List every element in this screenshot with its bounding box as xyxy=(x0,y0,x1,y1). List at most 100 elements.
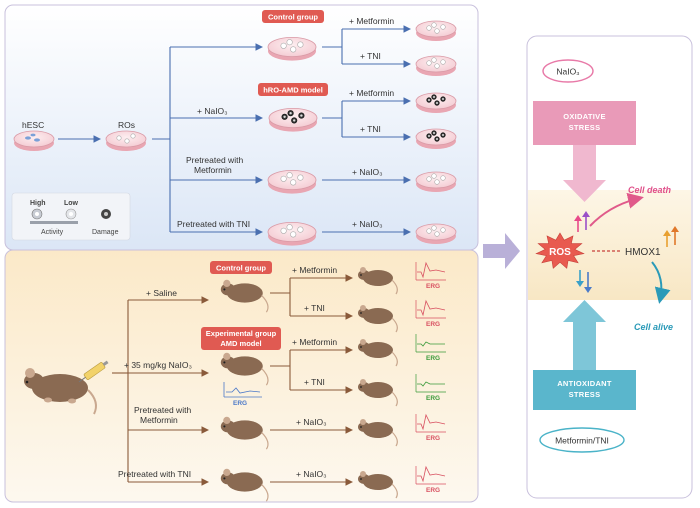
mouse-amd-model xyxy=(220,352,269,386)
pretreat-metformin-line2-top: Metformin xyxy=(194,165,232,175)
dish-pretreat-metformin xyxy=(267,169,317,194)
cell-alive-label: Cell alive xyxy=(634,322,673,332)
hesc-label: hESC xyxy=(22,120,44,130)
mouse-tni-naio3 xyxy=(358,471,398,499)
ros-up-arrows-icon xyxy=(574,211,590,232)
hmox1-label: HMOX1 xyxy=(625,247,661,258)
dish-control xyxy=(267,37,317,61)
metformin-label-top2: + Metformin xyxy=(349,88,394,98)
antioxidant-stress-box: ANTIOXIDANT STRESS xyxy=(533,370,636,410)
cell-death-arrow xyxy=(589,192,644,227)
pretreat-tni-top: Pretreated with TNI xyxy=(177,219,250,229)
tni-label-top1: + TNI xyxy=(360,51,381,61)
dish-ros xyxy=(105,130,147,151)
erg-label: ERG xyxy=(426,355,440,362)
metformin-label-top1: + Metformin xyxy=(349,16,394,26)
dish-hesc xyxy=(13,130,55,151)
antioxidant-line1: ANTIOXIDANT xyxy=(557,379,612,388)
ros-burst: ROS xyxy=(535,232,585,269)
tni-label-top2: + TNI xyxy=(360,124,381,134)
naio3-badge: NaIO₃ xyxy=(542,59,594,83)
control-group-tag-bottom: Control group xyxy=(210,261,272,274)
erg-label: ERG xyxy=(426,487,440,494)
oxidative-stress-box: OXIDATIVE STRESS xyxy=(533,101,636,145)
control-group-label-top: Control group xyxy=(268,13,318,22)
ros-dish-label: ROs xyxy=(118,120,135,130)
tni-label-bottom1: + TNI xyxy=(304,303,325,313)
control-group-tag-top: Control group xyxy=(262,10,324,23)
hro-amd-label: hRO-AMD model xyxy=(263,86,323,95)
legend-activity: Activity xyxy=(41,229,64,236)
naio3-label-bottom2: + NaIO₃ xyxy=(296,469,327,479)
mouse-control-metformin xyxy=(358,267,398,295)
ros-down-arrows-icon xyxy=(576,270,592,293)
dish-metformin-naio3 xyxy=(415,171,457,192)
erg-trace-amd: ERG xyxy=(223,382,262,407)
saline-label: + Saline xyxy=(146,288,177,298)
mouse-amd-tni xyxy=(358,379,398,407)
erg-trace-metformin-naio3: ERG xyxy=(415,413,446,442)
experimental-tag: Experimental group AMD model xyxy=(201,327,281,350)
erg-label: ERG xyxy=(426,321,440,328)
erg-label-amd: ERG xyxy=(233,400,247,407)
naio3-branch-label: + NaIO₃ xyxy=(197,106,228,116)
experimental-label-line1: Experimental group xyxy=(206,329,277,338)
antioxidant-line2: STRESS xyxy=(569,390,601,399)
pretreat-tni-bottom: Pretreated with TNI xyxy=(118,469,191,479)
naio3-label-top1: + NaIO₃ xyxy=(352,167,383,177)
dish-pretreat-tni xyxy=(267,221,317,246)
erg-trace-control-tni: ERG xyxy=(415,299,446,328)
erg-label: ERG xyxy=(426,435,440,442)
legend-damage: Damage xyxy=(92,229,119,236)
dish-control-tni xyxy=(415,55,457,76)
mouse-injection-illustration xyxy=(24,360,109,415)
legend-high: High xyxy=(30,200,46,207)
oxidative-line1: OXIDATIVE xyxy=(563,112,606,121)
mouse-control xyxy=(220,279,269,313)
erg-group-bottom: ERG ERG ERG ERG ERG ERG xyxy=(415,261,446,494)
dish-model-tni xyxy=(415,128,457,149)
tni-label-bottom2: + TNI xyxy=(304,377,325,387)
cell-death-label: Cell death xyxy=(628,185,672,195)
dish-group-top xyxy=(267,20,457,246)
metformin-tni-label: Metformin/TNI xyxy=(555,436,609,446)
dose-label: + 35 mg/kg NaIO₃ xyxy=(124,360,192,370)
metformin-label-bottom2: + Metformin xyxy=(292,337,337,347)
erg-trace-tni-naio3: ERG xyxy=(415,465,446,494)
ros-label: ROS xyxy=(549,247,571,258)
erg-label: ERG xyxy=(426,395,440,402)
dish-hro-amd xyxy=(268,108,318,132)
mouse-control-tni xyxy=(358,305,398,333)
metformin-tni-badge: Metformin/TNI xyxy=(539,427,625,453)
hmox1-up-arrows-icon xyxy=(663,226,679,247)
pretreat-metformin-line2-bottom: Metformin xyxy=(140,415,178,425)
connector-arrow xyxy=(483,233,520,269)
mouse-amd-metformin xyxy=(358,339,398,367)
mouse-pretreat-metformin xyxy=(220,416,269,450)
legend-low: Low xyxy=(64,200,79,207)
cell-alive-arrow xyxy=(651,261,671,304)
hro-amd-tag: hRO-AMD model xyxy=(258,83,328,96)
legend-box: High Low Activity Damage xyxy=(11,192,131,241)
dish-tni-naio3 xyxy=(415,223,457,244)
naio3-label-bottom1: + NaIO₃ xyxy=(296,417,327,427)
erg-trace-control-metformin: ERG xyxy=(415,261,446,290)
mouse-metformin-naio3 xyxy=(358,419,398,447)
pretreat-metformin-line1-top: Pretreated with xyxy=(186,155,243,165)
mouse-pretreat-tni xyxy=(220,468,269,502)
pretreat-metformin-line1-bottom: Pretreated with xyxy=(134,405,191,415)
oxidative-line2: STRESS xyxy=(569,123,601,132)
naio3-badge-label: NaIO₃ xyxy=(556,67,579,77)
oxidative-down-arrow xyxy=(563,145,606,202)
metformin-label-bottom1: + Metformin xyxy=(292,265,337,275)
control-group-label-bottom: Control group xyxy=(216,264,266,273)
mouse-group-bottom xyxy=(220,267,398,502)
erg-label: ERG xyxy=(426,283,440,290)
erg-trace-amd-metformin: ERG xyxy=(415,334,446,362)
erg-trace-amd-tni: ERG xyxy=(415,374,446,402)
antioxidant-up-arrow xyxy=(563,300,606,370)
naio3-label-top2: + NaIO₃ xyxy=(352,219,383,229)
experimental-label-line2: AMD model xyxy=(220,339,261,348)
